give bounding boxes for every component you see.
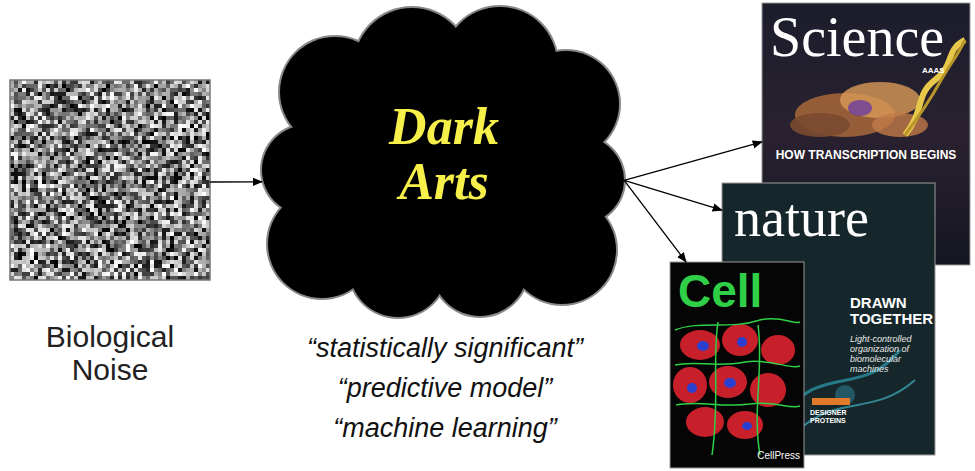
noise-box: Biological Noise <box>10 80 210 280</box>
journal-cover: natureDRAWN TOGETHER Light-controlled org… <box>722 183 935 455</box>
cover-teaser: DESIGNER PROTEINS <box>810 409 854 424</box>
journal-title: Cell <box>678 266 798 317</box>
journal-title: Science <box>770 7 965 69</box>
publisher-tag: CellPress <box>742 450 800 461</box>
arrow-connector <box>624 180 686 262</box>
quoted-term: “machine learning” <box>333 414 557 444</box>
cover-subtitle: Light-controlled organization of biomole… <box>850 335 930 375</box>
quoted-term: “predictive model” <box>338 374 553 404</box>
publisher-tag: AAAS <box>922 67 962 76</box>
cloud-title: Dark Arts <box>359 100 529 209</box>
arrow-connector <box>210 181 262 182</box>
node-caption: Biological Noise <box>10 320 210 386</box>
cell-cover <box>670 262 804 468</box>
quoted-term: “statistically significant” <box>307 334 583 364</box>
noise-image <box>10 80 210 280</box>
journal-title: nature <box>734 189 924 248</box>
arrow-connector <box>624 180 722 210</box>
cover-headline: HOW TRANSCRIPTION BEGINS <box>766 149 966 162</box>
cloud-node: Dark Arts <box>262 5 626 318</box>
cloud-shape <box>260 5 626 319</box>
arrow-connector <box>624 142 762 180</box>
noise-frame <box>10 80 210 280</box>
journal-cover: CellCellPress <box>670 262 804 468</box>
cover-headline: DRAWN TOGETHER <box>850 295 932 327</box>
